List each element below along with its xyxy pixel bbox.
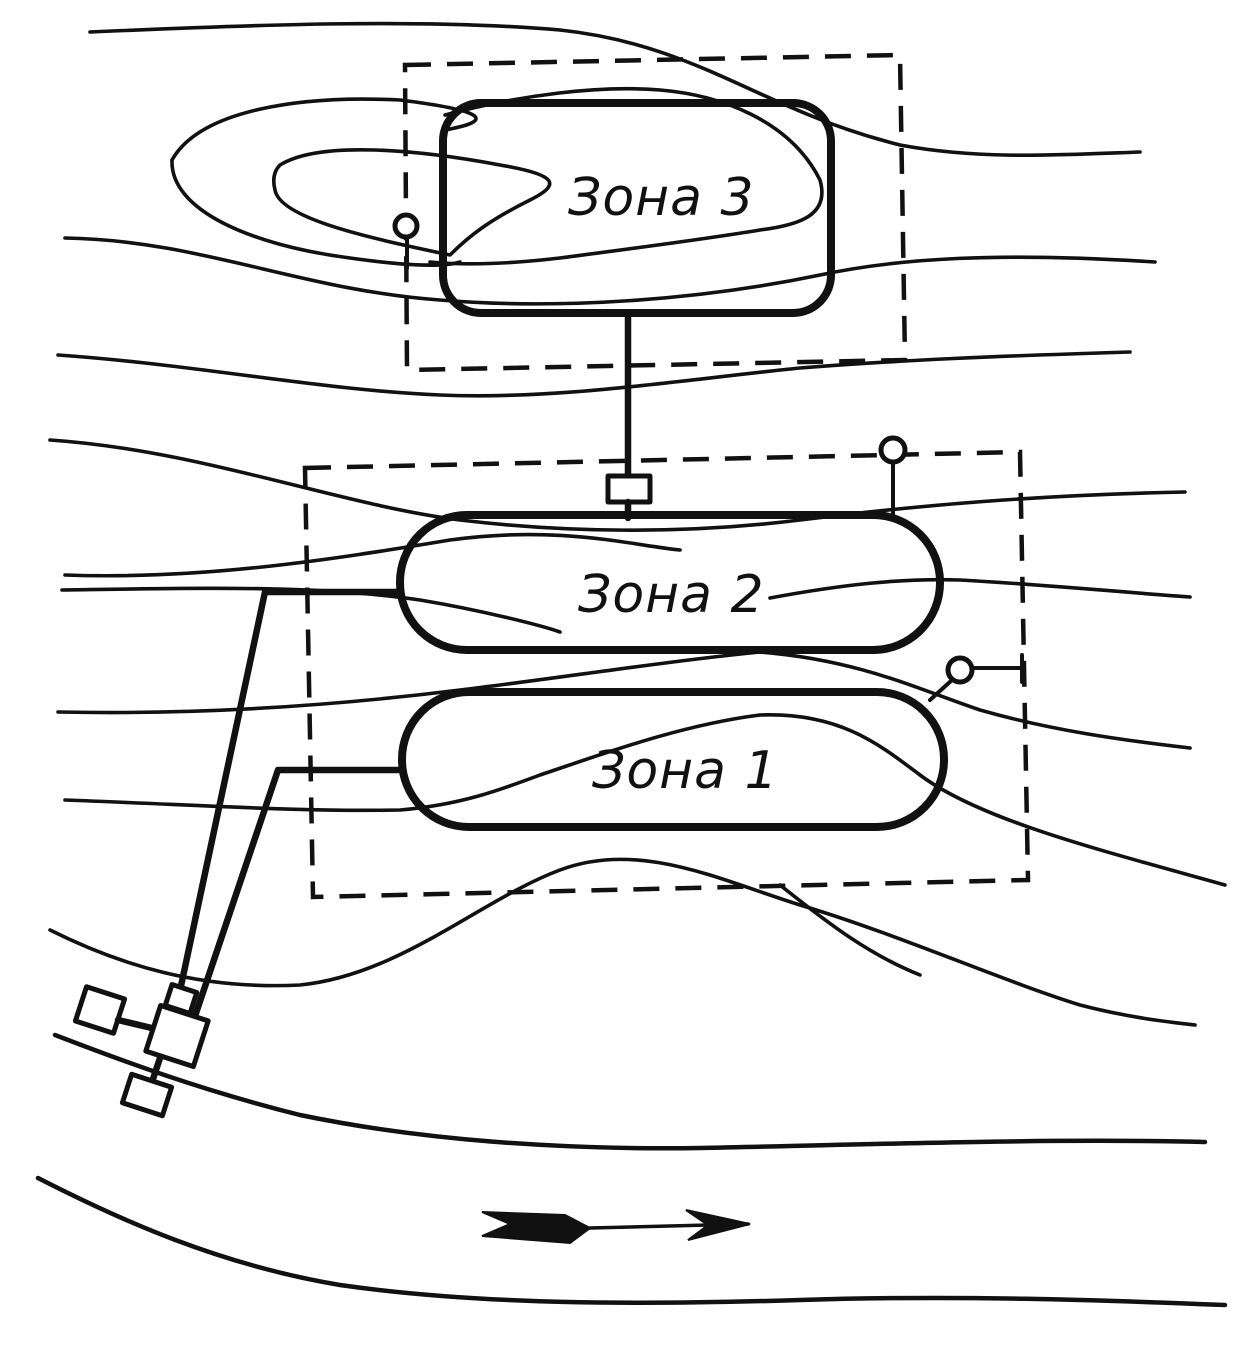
zone-2-label: Зона 2 (578, 565, 765, 625)
zone-1-label: Зона 1 (592, 741, 779, 801)
monitoring-well-icon (945, 655, 975, 685)
zone-3[interactable]: Зона 3 (439, 99, 835, 317)
contour-line-closed-hilltop-lower (170, 158, 462, 268)
river-bank-lower (35, 1175, 1228, 1308)
zone-3-outline (439, 99, 835, 317)
zones-1-2-boundary (302, 449, 1031, 900)
contour-line (428, 86, 824, 266)
contour-line (88, 21, 1142, 158)
monitoring-point-zone3 (392, 212, 420, 270)
outlet-unit-icon (119, 1071, 175, 1119)
outfall-equipment (72, 982, 211, 1119)
monitoring-well-icon (392, 212, 420, 240)
contour-line (63, 236, 1157, 306)
monitoring-point-zone2 (878, 435, 908, 517)
connector-unit-icon (162, 982, 200, 1016)
contour-line (56, 350, 1132, 398)
zone-3-label: Зона 3 (568, 168, 755, 228)
zone-1[interactable]: Зона 1 (398, 688, 948, 831)
river (35, 1032, 1228, 1308)
terrain-contours (48, 21, 1227, 1027)
contour-line (56, 650, 1192, 750)
pipe-zone2-outlet (174, 588, 404, 1004)
contour-line-inner-hilltop (272, 147, 552, 257)
contour-line (778, 883, 922, 977)
pipe-zone3-to-zone2 (605, 309, 653, 522)
monitoring-well-icon (878, 435, 908, 465)
contour-line-closed-hilltop (170, 97, 478, 162)
contour-line (48, 857, 1197, 1027)
zone-2-outline (396, 511, 944, 654)
zone-1-outline (398, 688, 948, 831)
zone-2[interactable]: Зона 2 (396, 511, 944, 654)
pipe-zone1-outlet (188, 766, 406, 1029)
drainage-pipelines (174, 588, 406, 1029)
monitoring-point-zone1 (928, 653, 1024, 702)
pump-unit-icon (72, 984, 128, 1036)
pipe-valve-icon (605, 473, 653, 505)
contour-line (63, 532, 682, 578)
contour-line (63, 713, 1227, 887)
contour-line (48, 438, 1187, 532)
river-flow-arrow-icon (481, 1209, 751, 1245)
river-bank-upper (52, 1032, 1208, 1151)
contour-line (768, 577, 1192, 600)
